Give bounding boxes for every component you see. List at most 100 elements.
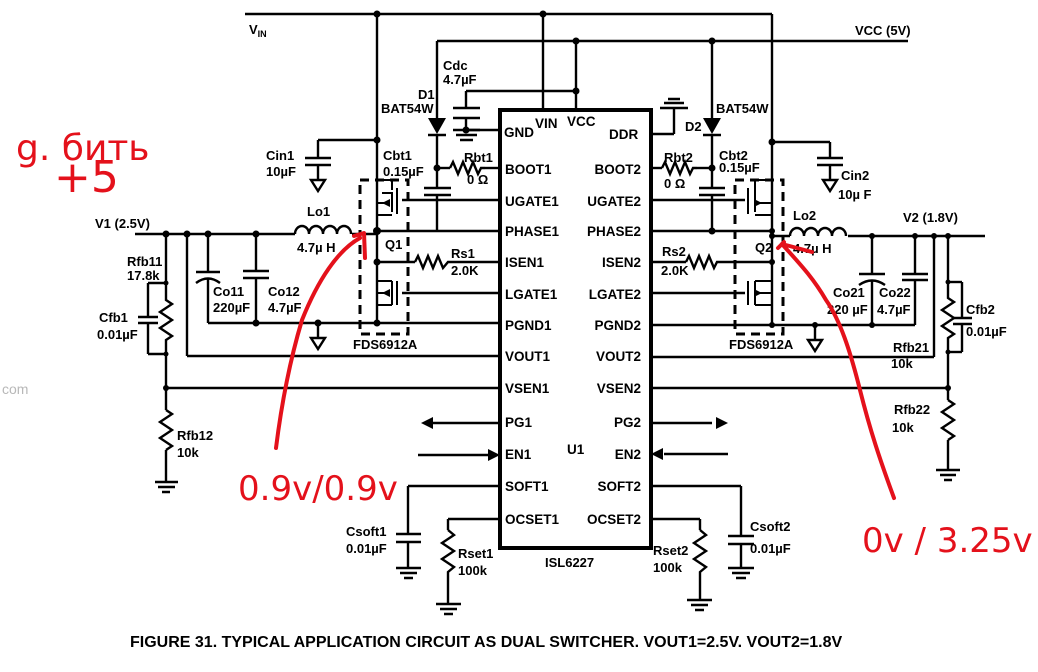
cfb1-symbol [138,315,158,325]
cbt2-value: 0.15µF [719,160,760,175]
cdc-value: 4.7µF [443,72,477,87]
rfb22-symbol [939,399,957,441]
rfb12-value: 10k [177,445,199,460]
q2-mosfet-pair [733,178,785,336]
ic-part: ISL6227 [545,555,594,570]
rfb21-value: 10k [891,356,913,371]
pin-phase2: PHASE2 [587,224,641,239]
pin-phase1: PHASE1 [505,224,560,239]
cfb2-value: 0.01µF [966,324,1007,339]
pin-gnd: GND [504,125,534,140]
rs2-value: 2.0K [661,263,689,278]
rs1-ref: Rs1 [451,246,475,261]
pin-isen2: ISEN2 [602,255,641,270]
ground-icon [396,566,421,580]
signal-arrows [421,417,728,461]
cbt1-ref: Cbt1 [383,148,412,163]
annotation-top-left-1: g. бить [16,128,150,169]
phase1-pointer-head [352,231,367,260]
rfb12-ref: Rfb12 [177,428,213,443]
rset1-symbol [439,529,457,578]
pin-boot2: BOOT2 [594,162,641,177]
wires [135,12,985,604]
ground-icon [660,97,688,110]
ic-ref: U1 [567,442,585,457]
pin-vin: VIN [535,116,558,131]
cfb1-value: 0.01µF [97,327,138,342]
pin-soft1: SOFT1 [505,479,549,494]
co12-value: 4.7µF [268,300,302,315]
pg2-arrow-icon [716,417,728,429]
rset2-value: 100k [653,560,683,575]
lo2-ref: Lo2 [793,208,816,223]
ground-icon [687,598,712,612]
ground-icon [155,480,178,494]
co21-ref: Co21 [833,285,865,300]
lo2-value: 4.7µ H [793,241,832,256]
rfb21-symbol [939,282,957,340]
phase2-pointer-head [776,240,814,254]
pgnd-icon [308,336,328,352]
co21-value: 220 µF [827,302,868,317]
q2-part: FDS6912A [729,337,794,352]
ground-icon [453,128,480,142]
rs2-symbol [684,252,721,272]
grounds [155,97,960,616]
q1-ref: Q1 [385,237,402,252]
cfb2-symbol [953,316,972,326]
cbt2-ref: Cbt2 [719,148,748,163]
q2-ref: Q2 [755,240,772,255]
co22-value: 4.7µF [877,302,911,317]
co22-ref: Co22 [879,285,911,300]
rs2-ref: Rs2 [662,244,686,259]
rfb21-ref: Rfb21 [893,340,929,355]
figure-caption: FIGURE 31. TYPICAL APPLICATION CIRCUIT A… [130,634,842,651]
vin-label: VIN [249,22,267,39]
rfb11-symbol [157,283,175,345]
pg1-arrow-icon [421,417,433,429]
rfb22-value: 10k [892,420,914,435]
cfb1-ref: Cfb1 [99,310,128,325]
pin-pg2: PG2 [614,415,641,430]
pin-pgnd1: PGND1 [505,318,552,333]
pin-vout1: VOUT1 [505,349,551,364]
ground-icon [936,468,960,482]
cin1-symbol [305,156,331,167]
component-labels: Cdc 4.7µF D1 BAT54W Cin1 10µF Cbt1 0.15µ… [97,58,1007,578]
lo1-ref: Lo1 [307,204,330,219]
pin-pg1: PG1 [505,415,533,430]
pin-vout2: VOUT2 [596,349,641,364]
phase2-pointer-arrow [780,242,896,500]
pin-vcc: VCC [567,114,596,129]
d2-symbol [703,118,721,137]
resistors [157,158,957,578]
co21-symbol [858,272,886,287]
ic-u1-body [498,108,653,550]
lo1-value: 4.7µ H [297,240,336,255]
annotation-top-left-2: +5 [54,152,119,203]
capacitors [138,106,972,546]
pin-ddr: DDR [609,127,638,142]
pin-lgate2: LGATE2 [589,287,641,302]
pin-soft2: SOFT2 [597,479,641,494]
pgnd-icon [308,178,328,194]
rbt1-symbol [448,158,485,178]
pin-vsen1: VSEN1 [505,381,550,396]
rs1-value: 2.0K [451,263,479,278]
en2-arrow-icon [651,448,663,460]
pin-boot1: BOOT1 [505,162,552,177]
lo1-symbol [293,224,353,235]
watermark: com [2,381,28,397]
pin-ocset1: OCSET1 [505,512,560,527]
d1-value: BAT54W [381,101,434,116]
ground-icon [728,566,754,580]
v1-label: V1 (2.5V) [95,216,150,231]
ground-icon [436,602,461,616]
csoft1-ref: Csoft1 [346,524,386,539]
rbt2-ref: Rbt2 [664,150,693,165]
pin-en1: EN1 [505,447,532,462]
rfb11-ref: Rfb11 [127,254,162,269]
rset2-ref: Rset2 [653,543,688,558]
diodes [428,118,721,137]
phase2-reading: 0v / 3.25v [862,521,1033,561]
